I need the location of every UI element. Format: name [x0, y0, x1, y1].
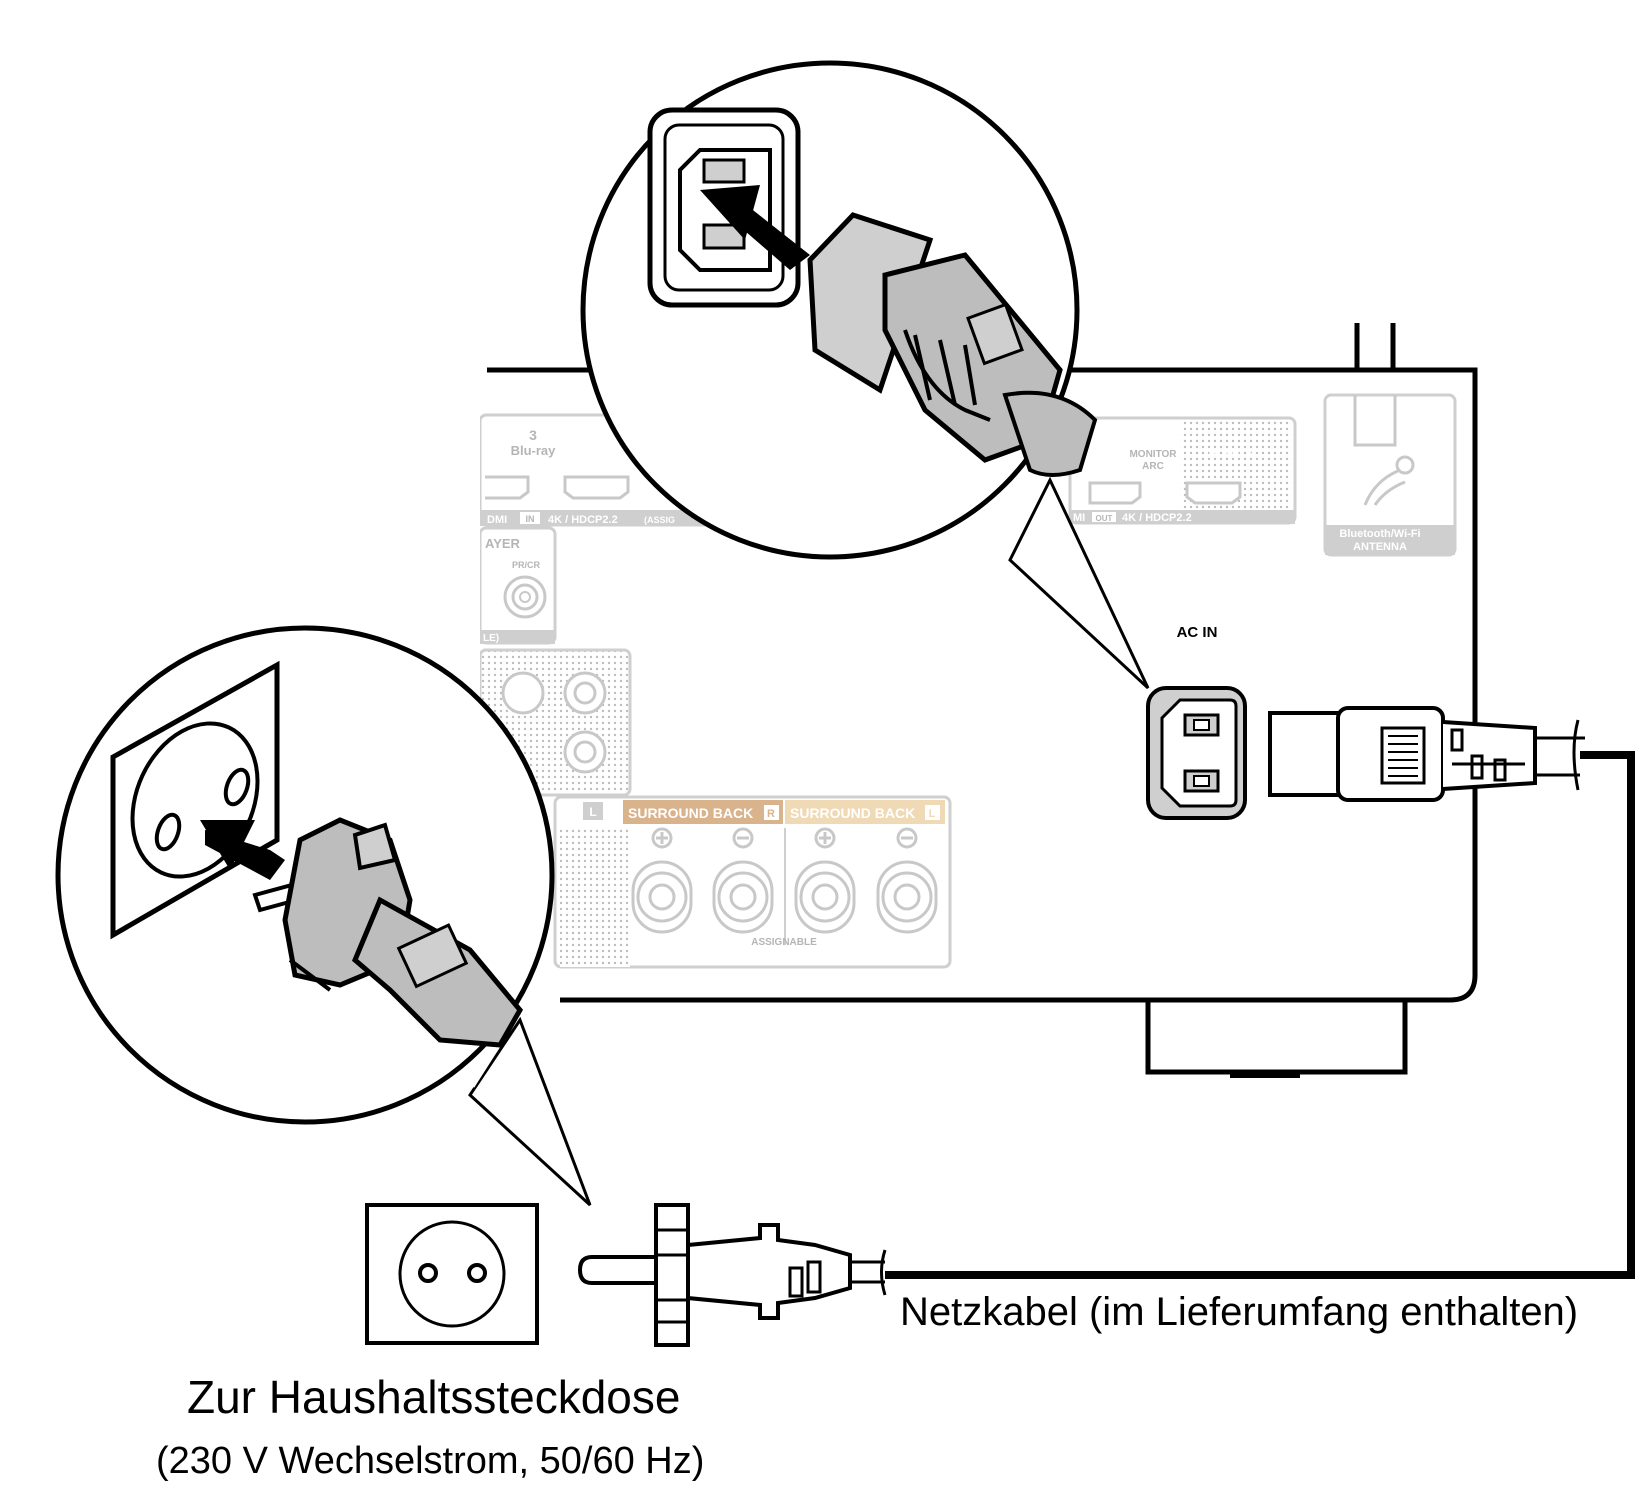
monitor1-label-2: ARC [1142, 461, 1164, 472]
speaker-terminal-3 [794, 827, 856, 934]
antenna-symbol-1 [1363, 468, 1401, 506]
antenna-label-1: Bluetooth/Wi-Fi [1339, 528, 1420, 540]
surround-back-l-badge: L [929, 808, 936, 820]
surround-back-r-badge-box [764, 805, 779, 820]
hdmi-in-port-3 [563, 475, 630, 500]
euro-plug-icon [577, 1203, 887, 1347]
antenna-mount [1353, 395, 1397, 447]
zoom-arrow-outlet-head [200, 820, 255, 870]
preout-jack-3 [563, 730, 607, 774]
monitor1-label-1: MONITOR [1129, 449, 1177, 460]
pr-jack-pin [519, 591, 531, 603]
surround-back-l-label: SURROUND BACK [790, 805, 915, 821]
iec-plug [1268, 706, 1585, 802]
speaker-terminal-group [553, 795, 952, 969]
hdmi-out-spec: 4K / HDCP2.2 [1122, 512, 1192, 524]
hdmi-out-label: MI [1073, 512, 1085, 524]
outlet-spec-caption: (230 V Wechselstrom, 50/60 Hz) [156, 1440, 705, 1482]
hdmi-in-assign: (ASSIG [644, 515, 675, 525]
pr-cr-label: PR/CR [512, 560, 541, 570]
hdmi-in-port-2 [485, 475, 530, 500]
receiver-foot-pad [1230, 1072, 1300, 1078]
antenna-label-2: ANTENNA [1353, 541, 1407, 553]
input3-name: Blu-ray [511, 443, 557, 458]
hdmi-in-label: DMI [487, 514, 507, 526]
speaker-terminal-2 [712, 827, 774, 934]
zoom-arrow-inlet-head [700, 185, 760, 240]
ble-label-bar [480, 630, 555, 644]
speaker-dotted-left [560, 827, 630, 967]
hdmi-in-spec: 4K / HDCP2.2 [548, 514, 618, 526]
antenna-label-bar [1325, 525, 1455, 555]
receiver-foot [1145, 1000, 1408, 1075]
top-callout-pointer-mask [1005, 467, 1050, 548]
preout-jack-3-inner [573, 740, 597, 764]
speaker-terminal-1 [631, 827, 693, 934]
preout-jack-1 [501, 671, 545, 715]
top-callout [580, 60, 1150, 690]
antenna-post [1354, 323, 1396, 372]
hdmi-in-badge-box [520, 512, 540, 524]
outlet-caption: Zur Haushaltssteckdose [187, 1371, 681, 1423]
hdmi-out-badge-box [1092, 512, 1116, 522]
hdmi-out-label-bar [1070, 510, 1295, 524]
ac-in-socket [1146, 686, 1247, 820]
hdmi-in-badge: IN [526, 514, 535, 524]
wall-outlet-icon [365, 1203, 539, 1345]
surround-back-r-badge: R [767, 808, 775, 820]
left-badge-box [583, 802, 603, 820]
surround-back-r-bar [623, 800, 783, 824]
hdmi-out-badge: OUT [1096, 514, 1113, 523]
pr-jack-inner [511, 583, 539, 611]
monitor2-label: MONITOR2 [1209, 449, 1262, 460]
zoom-euro-plug [252, 817, 524, 1048]
antenna-symbol-dot [1395, 455, 1415, 475]
preout-jack-2-inner [573, 681, 597, 705]
surround-back-r-label: SURROUND BACK [628, 805, 753, 821]
ac-in-label: AC IN [1177, 624, 1218, 641]
speaker-terminal-4 [876, 827, 938, 934]
surround-back-l-bar [785, 800, 945, 824]
power-cord-caption: Netzkabel (im Lieferumfang enthalten) [900, 1290, 1579, 1334]
power-cable [885, 751, 1635, 1279]
zoom-iec-plug [807, 212, 1098, 477]
assignable-label: ASSIGNABLE [751, 937, 817, 948]
bottom-callout [55, 625, 592, 1207]
bottom-callout-pointer [468, 1016, 592, 1207]
player-label: AYER [485, 536, 521, 551]
input3-number: 3 [529, 427, 537, 443]
surround-back-l-badge-box [925, 805, 940, 820]
pr-jack-outer [503, 575, 547, 619]
hdmi-out-port-1 [1088, 481, 1142, 505]
antenna-symbol-2 [1373, 480, 1406, 506]
top-callout-pointer [1008, 476, 1150, 690]
ble-label: LE) [483, 633, 499, 644]
preout-jack-2 [563, 671, 607, 715]
hdmi-out-port-2 [1185, 481, 1242, 505]
left-badge: L [589, 805, 596, 819]
